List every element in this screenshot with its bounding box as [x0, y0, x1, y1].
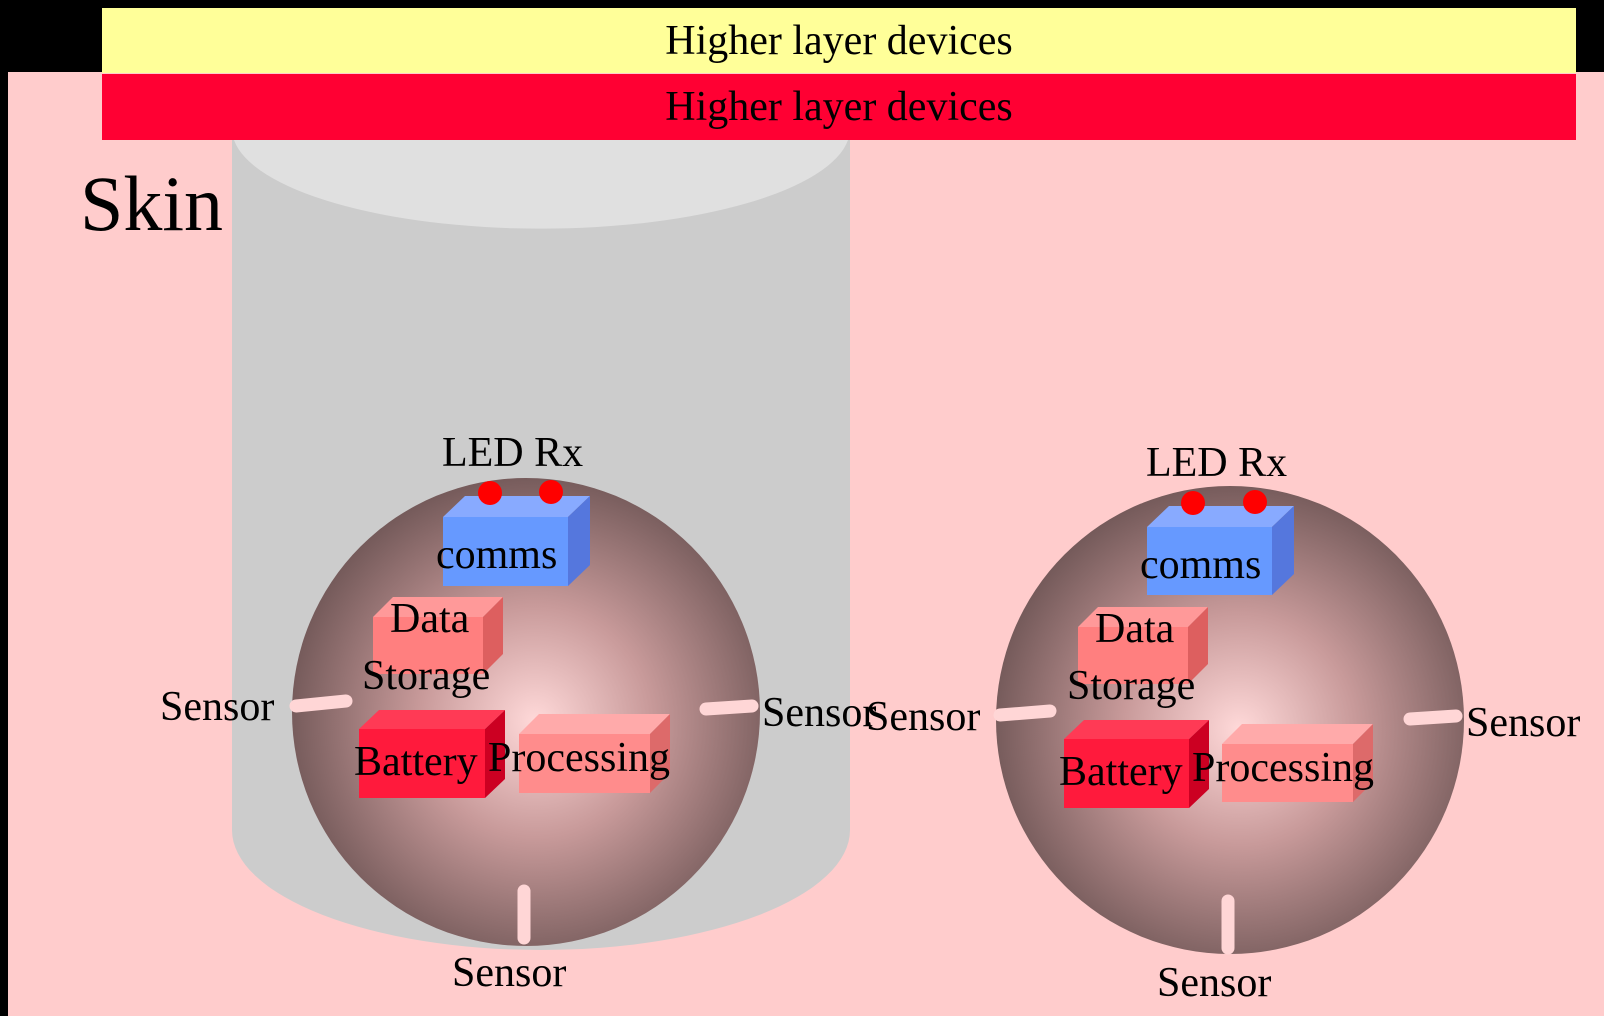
comms-label: comms: [1140, 542, 1262, 588]
storage-box: [1078, 607, 1208, 684]
processing-box: [519, 714, 670, 793]
processing-label: Processing: [488, 735, 670, 781]
processing-box: [1222, 724, 1373, 802]
battery-box: [1064, 720, 1209, 808]
storage-label-line1: Data: [390, 596, 470, 642]
device-sphere: [996, 486, 1464, 954]
device-2: [993, 486, 1464, 955]
led-rx-label: LED Rx: [442, 430, 584, 476]
skin-label: Skin: [80, 160, 224, 247]
led-indicator: [478, 481, 502, 505]
cylinder-top: [234, 140, 848, 229]
sensor-label-left: Sensor: [160, 684, 275, 730]
device-sphere: [292, 478, 760, 946]
led-indicator: [539, 480, 563, 504]
sensor-label-bottom: Sensor: [1157, 960, 1272, 1006]
higher-layer-label: Higher layer devices: [665, 84, 1013, 130]
higher-layer-band-upper: Higher layer devices: [102, 8, 1576, 73]
higher-layer-label: Higher layer devices: [665, 17, 1013, 64]
sensor-stub-left: [993, 704, 1057, 722]
processing-label: Processing: [1192, 745, 1374, 791]
battery-box: [359, 710, 505, 798]
higher-layer-band-lower: Higher layer devices: [102, 74, 1576, 140]
storage-label-line2: Storage: [362, 653, 491, 699]
led-indicator: [1243, 490, 1267, 514]
sensor-stub-right: [1403, 709, 1463, 726]
sensor-label-right: Sensor: [762, 690, 877, 736]
storage-label-line1: Data: [1095, 606, 1175, 652]
device-1: [289, 478, 760, 946]
sensor-stub-left: [289, 694, 353, 713]
sensor-label-left: Sensor: [866, 694, 981, 740]
sensor-label-bottom: Sensor: [452, 950, 567, 996]
sensor-label-right: Sensor: [1466, 700, 1581, 746]
led-rx-label: LED Rx: [1146, 440, 1288, 486]
comms-box: [443, 496, 590, 586]
sensor-stub-right: [699, 699, 759, 716]
storage-label-line2: Storage: [1067, 663, 1196, 709]
storage-box: [373, 597, 503, 674]
battery-label: Battery: [354, 739, 478, 785]
led-indicator: [1181, 491, 1205, 515]
comms-label: comms: [436, 532, 558, 578]
battery-label: Battery: [1059, 749, 1183, 795]
